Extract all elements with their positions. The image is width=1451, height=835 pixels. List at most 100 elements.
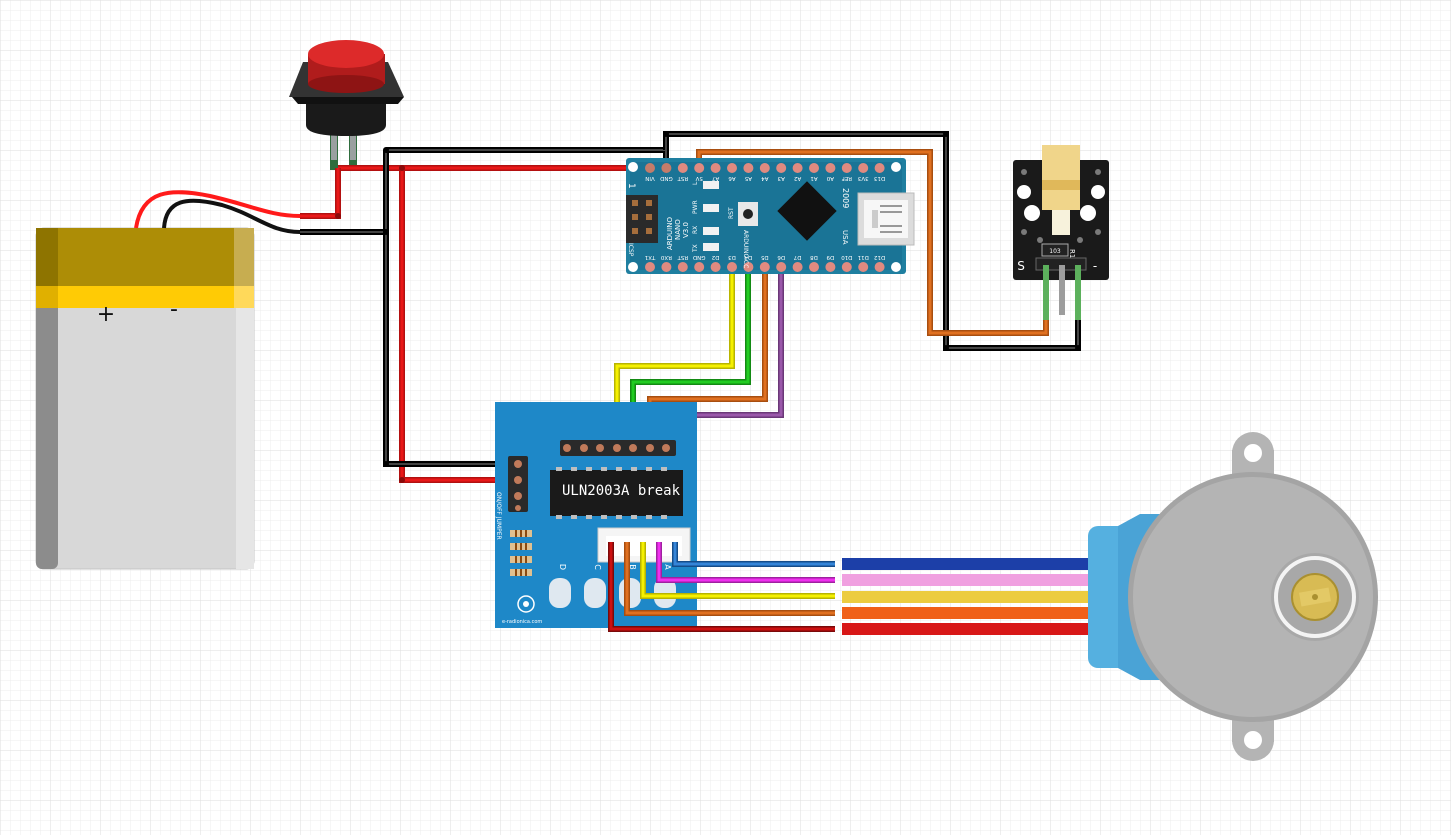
led-label-l: L — [692, 181, 699, 185]
nano-top-pin[interactable] — [792, 163, 803, 173]
nano-top-pin-label: A7 — [711, 175, 719, 181]
nano-bottom-pin-label: D11 — [858, 254, 869, 260]
arduino-nano[interactable]: VIN GND RST 5V A7 A6 A5 A4 A3 A2 A1 A0 REF 3V3 D13 TX 1… — [626, 158, 915, 274]
driver-power-header — [508, 456, 528, 512]
laser-diode — [1042, 145, 1080, 210]
nano-top-pin-label: 3V3 — [857, 175, 868, 181]
microcontroller-chip — [777, 181, 837, 241]
driver-resistors — [510, 530, 532, 576]
icsp-header — [626, 195, 658, 243]
nano-top-pin[interactable] — [645, 163, 655, 173]
nano-top-pin-label: REF — [842, 175, 852, 181]
battery-black-lead[interactable] — [162, 198, 301, 234]
led-label-rx: RX — [692, 226, 699, 234]
nano-top-pin-label: D13 — [873, 175, 885, 181]
lipo-battery[interactable]: + - — [35, 227, 255, 570]
nano-bottom-pin[interactable] — [677, 262, 688, 272]
nano-top-pin[interactable] — [727, 163, 737, 173]
nano-bottom-pin-label: D5 — [760, 254, 768, 260]
chip-label: ULN2003A break — [562, 483, 681, 499]
push-button[interactable] — [289, 40, 404, 170]
board-name-line1: ARDUINO — [666, 217, 674, 250]
nano-top-pin-label: 5V — [695, 175, 702, 181]
stepper-motor-leads — [842, 558, 1090, 635]
nano-top-pin[interactable] — [858, 163, 869, 173]
battery-minus-label: - — [170, 297, 178, 322]
driver-input-header — [560, 440, 676, 456]
laser-minus-label: - — [1093, 259, 1097, 273]
nano-top-pin[interactable] — [677, 163, 688, 173]
resistor-code: 103 — [1049, 248, 1061, 255]
nano-bottom-pin[interactable] — [841, 262, 852, 272]
led-letter-c: C — [593, 564, 602, 570]
year-label: 2009 — [841, 188, 850, 208]
nano-bottom-pin-label: D7 — [793, 254, 801, 260]
nano-top-pin[interactable] — [743, 163, 754, 173]
nano-top-pin[interactable] — [661, 163, 672, 173]
nano-bottom-pin[interactable] — [727, 262, 737, 272]
motor-wires-driver-side — [608, 542, 835, 632]
nano-bottom-pin-label: D3 — [728, 254, 736, 260]
nano-bottom-pin[interactable] — [694, 262, 705, 272]
nano-leds — [703, 181, 719, 251]
reset-button[interactable] — [738, 202, 758, 226]
nano-bottom-pin[interactable] — [743, 262, 754, 272]
led-letter-d: D — [558, 564, 567, 570]
nano-top-pin-label: A2 — [794, 175, 801, 181]
uln2003a-chip — [550, 467, 683, 519]
led-label-tx: TX — [692, 244, 699, 253]
resistor-label: R1 — [1068, 249, 1076, 258]
nano-bottom-pin[interactable] — [792, 262, 803, 272]
nano-bottom-pin-label: D6 — [777, 254, 785, 260]
usb-connector — [857, 192, 915, 246]
nano-top-pin-label: A4 — [761, 175, 769, 181]
board-name-line2: NANO — [674, 219, 682, 240]
nano-bottom-pin[interactable] — [858, 262, 869, 272]
nano-bottom-pin-label: RST — [677, 254, 688, 260]
laser-resistor — [1041, 243, 1069, 257]
nano-bottom-pin[interactable] — [809, 262, 819, 272]
nano-top-header — [645, 163, 885, 173]
laser-module[interactable]: 103 R1 S - — [1013, 145, 1109, 320]
nano-bottom-pin[interactable] — [825, 262, 836, 272]
nano-top-pin[interactable] — [874, 163, 885, 173]
nano-top-pin[interactable] — [825, 163, 836, 173]
nano-bottom-pin-label: D2 — [712, 254, 720, 260]
nano-top-pin[interactable] — [710, 163, 721, 173]
nano-top-pin-label: A1 — [810, 175, 817, 181]
nano-top-pin[interactable] — [776, 163, 787, 173]
led-letter-a: A — [663, 564, 672, 570]
nano-top-pin[interactable] — [694, 163, 705, 173]
pin-one-label: 1 — [626, 183, 636, 189]
nano-bottom-pin[interactable] — [645, 262, 655, 272]
nano-top-pin[interactable] — [841, 163, 852, 173]
nano-bottom-pin-label: D12 — [874, 254, 885, 260]
nano-top-pin-label: A0 — [826, 175, 834, 181]
nano-top-pin-label: VIN — [645, 175, 655, 181]
nano-bottom-pin-label: D4 — [744, 254, 752, 260]
nano-bottom-pin[interactable] — [661, 262, 672, 272]
nano-bottom-pin[interactable] — [710, 262, 721, 272]
e-radionica-logo — [517, 595, 535, 613]
site-label: ARDUINO.CC — [742, 230, 749, 268]
laser-signal-label: S — [1017, 259, 1025, 273]
nano-bottom-pin[interactable] — [759, 262, 770, 272]
nano-bottom-pin[interactable] — [776, 262, 787, 272]
nano-bottom-pin[interactable] — [874, 262, 885, 272]
nano-top-pin-label: A3 — [777, 175, 785, 181]
nano-top-pin-label: A5 — [744, 175, 752, 181]
nano-bottom-pin-label: D9 — [826, 254, 834, 260]
nano-top-pin-label: A6 — [728, 175, 736, 181]
nano-top-pin[interactable] — [809, 163, 819, 173]
battery-plus-label: + — [97, 302, 115, 327]
battery-red-lead[interactable] — [134, 190, 301, 229]
nano-top-pin[interactable] — [759, 163, 770, 173]
nano-top-pin-label: GND — [660, 175, 673, 181]
led-letter-b: B — [628, 564, 637, 570]
stepper-motor[interactable] — [1088, 432, 1378, 761]
icsp-label: ICSP — [627, 243, 634, 257]
brand-label: e-radionica.com — [502, 619, 542, 625]
